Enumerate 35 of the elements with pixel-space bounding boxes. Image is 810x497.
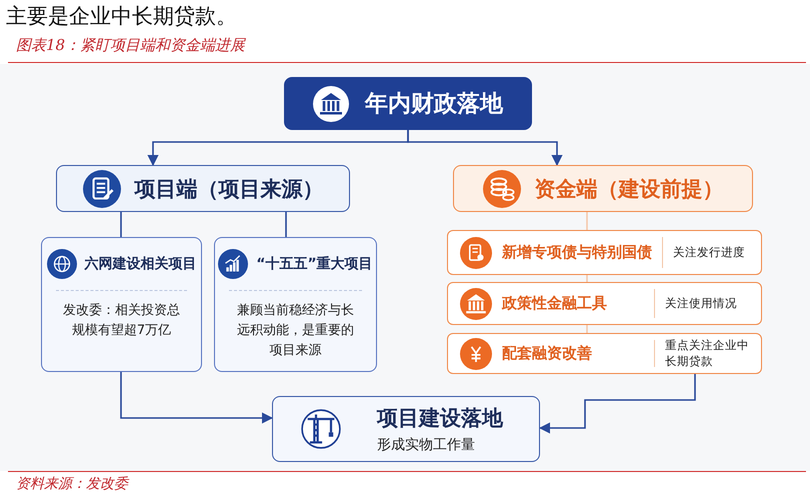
section-box xyxy=(56,165,350,212)
arrow xyxy=(120,372,274,424)
connector-line xyxy=(285,212,287,237)
figure-title: 图表18：紧盯项目端和资金端进展 xyxy=(16,36,246,55)
item-title: 政策性金融工具 xyxy=(502,294,608,313)
item-title: 配套融资改善 xyxy=(502,344,593,363)
connector-line xyxy=(586,325,588,333)
connector-line xyxy=(120,212,122,237)
item-note: 重点关注企业中长期贷款 xyxy=(665,338,750,370)
funding-row xyxy=(447,282,762,325)
arrow xyxy=(407,130,563,166)
title-box xyxy=(284,77,532,130)
result-subtitle: 形成实物工作量 xyxy=(377,436,475,454)
result-title: 项目建设落地 xyxy=(377,405,503,432)
connector-line xyxy=(586,212,588,230)
item-note: 关注使用情况 xyxy=(665,296,738,312)
funding-row xyxy=(447,333,762,374)
item-note: 关注发行进度 xyxy=(672,244,746,260)
item-title: 新增专项债与特别国债 xyxy=(502,243,652,262)
heading: 项目端（项目来源） xyxy=(134,176,324,202)
connector-line xyxy=(586,275,588,282)
source-note: 资料来源：发改委 xyxy=(16,475,128,493)
card-title: “十五五”重大项目 xyxy=(256,255,373,273)
result-box xyxy=(272,396,540,462)
card-description: 发改委：相关投资总规模有望超7万亿 xyxy=(62,302,181,340)
funding-row xyxy=(447,230,762,275)
section-box xyxy=(453,165,753,212)
card-title: 六网建设相关项目 xyxy=(84,255,196,273)
heading: 资金端（建设前提） xyxy=(534,176,724,202)
body-text: 主要是企业中长期贷款。 xyxy=(6,4,237,28)
arrow xyxy=(538,374,696,434)
project-card xyxy=(41,237,202,372)
card-description: 兼顾当前稳经济与长远积动能，是重要的项目来源 xyxy=(236,302,355,360)
heading: 年内财政落地 xyxy=(365,90,503,119)
project-card xyxy=(214,237,377,372)
